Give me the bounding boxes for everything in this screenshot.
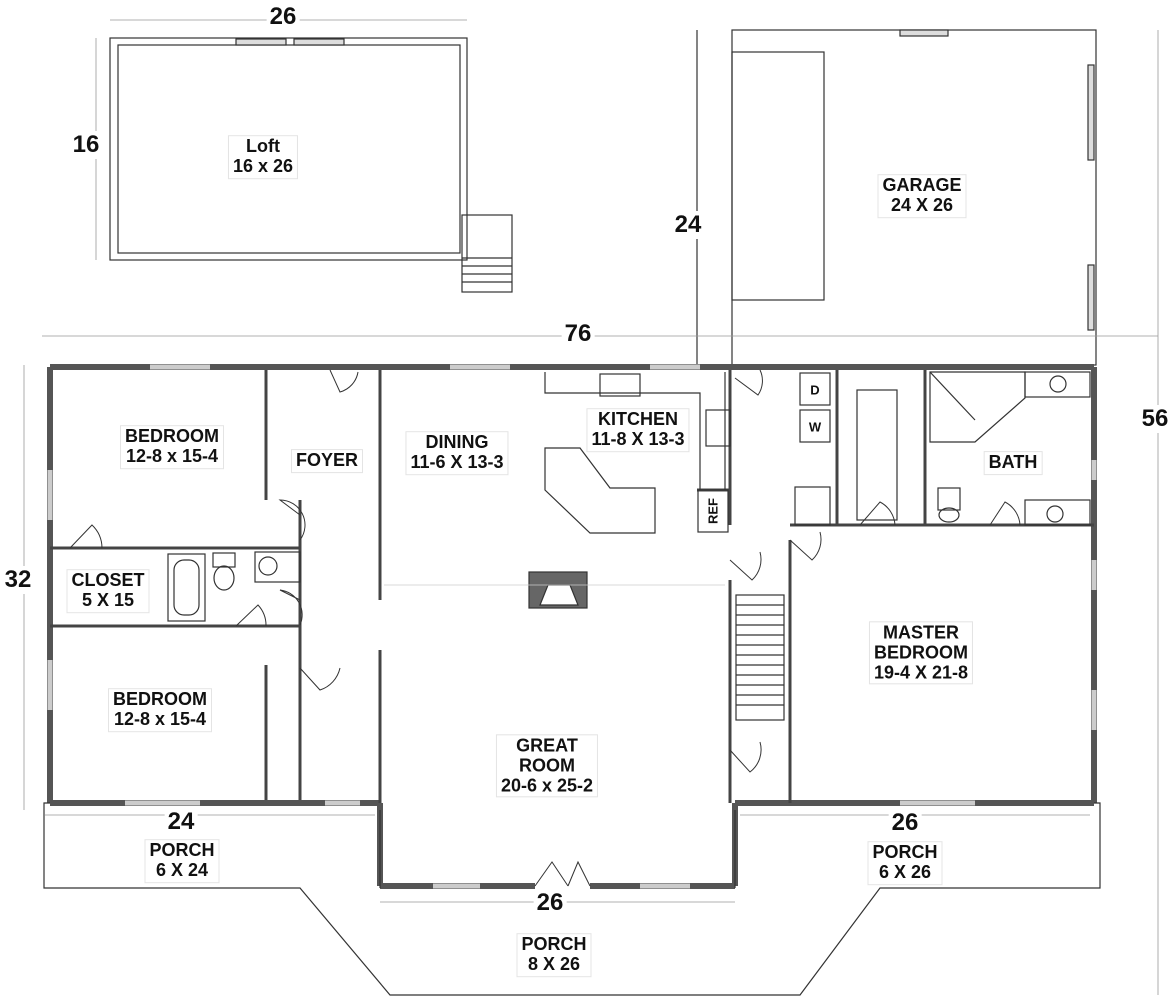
porch-center-size: 8 X 26 [527, 954, 581, 974]
dining-name: DINING [425, 432, 489, 453]
loft-size: 16 x 26 [232, 156, 294, 176]
master-size: 19-4 X 21-8 [873, 661, 969, 682]
kitchen-size: 11-8 X 13-3 [591, 429, 685, 449]
porch-right-size: 6 X 26 [878, 862, 932, 882]
closet-size: 5 X 15 [81, 590, 135, 610]
master-bedroom-label: MASTER BEDROOM 19-4 X 21-8 [868, 621, 974, 685]
great-room-line1: GREAT [516, 735, 578, 756]
loft-depth-dim: 16 [69, 131, 103, 159]
garage-label: GARAGE 24 X 26 [877, 174, 967, 218]
dryer-label: D [810, 382, 820, 398]
dining-label: DINING 11-6 X 13-3 [405, 431, 509, 475]
bedroom-top-label: BEDROOM 12-8 x 15-4 [120, 425, 224, 469]
foyer-label: FOYER [290, 449, 364, 473]
great-room-size: 20-6 x 25-2 [500, 774, 594, 795]
loft-name: Loft [246, 136, 280, 157]
master-line2: BEDROOM [874, 642, 968, 663]
porch-right-name: PORCH [872, 842, 938, 863]
loft-width-dim: 26 [266, 3, 300, 31]
loft-outline [95, 19, 513, 293]
stairs [735, 594, 785, 721]
bedroom-bottom-size: 12-8 x 15-4 [113, 709, 207, 729]
porch-left-width-dim: 24 [164, 808, 198, 836]
overall-depth-dim: 56 [1138, 405, 1172, 433]
foyer-name: FOYER [295, 450, 359, 471]
bedroom-top-size: 12-8 x 15-4 [125, 446, 219, 466]
hall-bath-fixtures [167, 551, 301, 622]
porch-right-label: PORCH 6 X 26 [867, 841, 943, 885]
house-depth-dim: 32 [1, 566, 35, 594]
porch-left-label: PORCH 6 X 24 [144, 839, 220, 883]
porch-left-name: PORCH [149, 840, 215, 861]
garage-name: GARAGE [882, 175, 962, 196]
kitchen-label: KITCHEN 11-8 X 13-3 [586, 408, 690, 452]
garage-size: 24 X 26 [890, 195, 954, 215]
fireplace [384, 571, 725, 609]
porch-center-label: PORCH 8 X 26 [516, 933, 592, 977]
garage-outline [696, 29, 1159, 995]
closet-label: CLOSET 5 X 15 [66, 569, 150, 613]
kitchen-name: KITCHEN [597, 409, 678, 430]
closet-name: CLOSET [71, 570, 145, 591]
loft-label: Loft 16 x 26 [227, 135, 299, 179]
door-swings [69, 369, 1021, 887]
bath-label: BATH [983, 451, 1043, 475]
bath-fixtures [929, 371, 1091, 526]
porch-center-name: PORCH [521, 934, 587, 955]
ref-label: REF [705, 498, 721, 524]
garage-depth-dim: 24 [671, 211, 705, 239]
bedroom-top-name: BEDROOM [125, 426, 219, 447]
great-room-label: GREAT ROOM 20-6 x 25-2 [495, 734, 599, 798]
bedroom-bottom-label: BEDROOM 12-8 x 15-4 [108, 688, 212, 732]
bath-name: BATH [988, 452, 1038, 473]
porch-outlines [43, 802, 1101, 996]
porch-right-width-dim: 26 [888, 809, 922, 837]
porch-left-size: 6 X 24 [155, 860, 209, 880]
porch-center-width-dim: 26 [533, 889, 567, 917]
kitchen-counters [544, 372, 731, 534]
laundry [794, 372, 898, 526]
overall-width-dim: 76 [561, 320, 595, 348]
great-room-line2: ROOM [518, 755, 575, 776]
master-line1: MASTER [883, 622, 959, 643]
dining-size: 11-6 X 13-3 [410, 452, 504, 472]
washer-label: W [808, 419, 822, 435]
bedroom-bottom-name: BEDROOM [113, 689, 207, 710]
